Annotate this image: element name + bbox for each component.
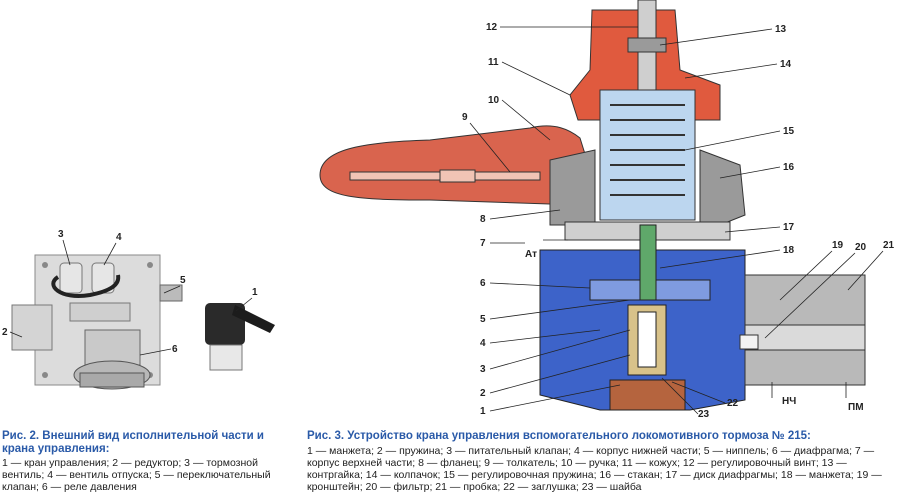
switch-valve-photo bbox=[159, 284, 183, 302]
fig3-label-6: 6 bbox=[480, 278, 486, 289]
port-nch-label: НЧ bbox=[782, 396, 796, 407]
fig2-label-5: 5 bbox=[180, 275, 186, 286]
fig2-label-1: 1 bbox=[252, 287, 258, 298]
fig3-caption-body: 1 — манжета; 2 — пружина; 3 — питательны… bbox=[307, 445, 882, 493]
lock-nut bbox=[627, 37, 667, 53]
control-valve-section-diagram: НЧ ПМ Ат 12 13 11 14 10 9 15 16 8 17 7 1… bbox=[319, 0, 895, 420]
fig3-label-23: 23 bbox=[698, 409, 710, 420]
fig3-label-12: 12 bbox=[486, 22, 498, 33]
fig2-label-4: 4 bbox=[116, 232, 122, 243]
fig3-label-9: 9 bbox=[462, 112, 468, 123]
handle bbox=[319, 125, 591, 206]
reducer-photo bbox=[11, 304, 53, 351]
fig3-label-13: 13 bbox=[775, 24, 787, 35]
fig2-caption-title: Рис. 2. Внешний вид исполнительной части… bbox=[2, 430, 265, 455]
fig3-labels: 12 13 11 14 10 9 15 16 8 17 7 18 19 20 2… bbox=[462, 22, 895, 420]
fig3-label-14: 14 bbox=[780, 59, 792, 70]
fig3-label-16: 16 bbox=[783, 162, 795, 173]
fig2-label-3: 3 bbox=[58, 229, 64, 240]
pressure-relay-photo bbox=[84, 329, 141, 366]
photo-executive-part: 1 2 3 4 5 6 bbox=[2, 229, 275, 390]
fig3-label-15: 15 bbox=[783, 126, 795, 137]
fig2-label-6: 6 bbox=[172, 344, 178, 355]
fig3-label-17: 17 bbox=[783, 222, 795, 233]
fig3-label-20: 20 bbox=[855, 242, 867, 253]
cup bbox=[599, 89, 696, 221]
fig3-label-8: 8 bbox=[480, 214, 486, 225]
fig3-label-1: 1 bbox=[480, 406, 486, 417]
fig2-label-2: 2 bbox=[2, 327, 8, 338]
filter bbox=[739, 334, 759, 350]
fig3-label-4: 4 bbox=[480, 338, 486, 349]
fig3-label-3: 3 bbox=[480, 364, 486, 375]
fig3-label-5: 5 bbox=[480, 314, 486, 325]
fig2-caption-body: 1 — кран управления; 2 — редуктор; 3 — т… bbox=[2, 457, 271, 493]
fig3-label-19: 19 bbox=[832, 240, 844, 251]
fig3-label-18: 18 bbox=[783, 245, 795, 256]
fig3-label-7: 7 bbox=[480, 238, 486, 249]
fig3-label-11: 11 bbox=[488, 57, 499, 68]
brake-valve-photo bbox=[59, 262, 83, 294]
fig3-label-21: 21 bbox=[883, 240, 895, 251]
fig3-caption-title: Рис. 3. Устройство крана управления вспо… bbox=[307, 430, 811, 442]
fig3-label-2: 2 bbox=[480, 388, 486, 399]
adjusting-spring bbox=[610, 104, 685, 196]
fig3-label-10: 10 bbox=[488, 95, 500, 106]
port-at-label: Ат bbox=[525, 249, 537, 260]
bottom-plug bbox=[609, 379, 686, 411]
port-pm-label: ПМ bbox=[848, 402, 864, 413]
fig3-label-22: 22 bbox=[727, 398, 739, 409]
central-stem bbox=[639, 224, 657, 301]
